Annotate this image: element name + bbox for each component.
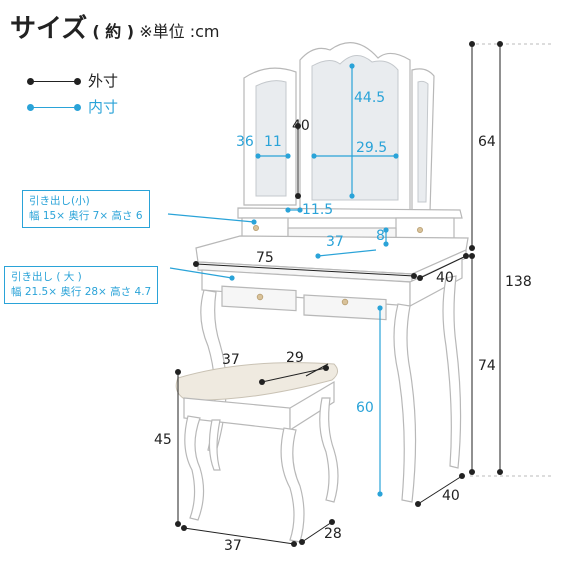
large-drawer-callout: 引き出し ( 大 ) 幅 21.5× 奥行 28× 高さ 4.7 — [4, 266, 159, 304]
inner-dimension-lines — [167, 63, 399, 497]
large-drawer-callout-title: 引き出し ( 大 ) — [11, 271, 82, 283]
dim-knee-height-60: 60 — [356, 400, 374, 416]
dim-side-mirror-width-36: 36 — [236, 134, 254, 150]
dim-stool-height-45: 45 — [154, 432, 172, 448]
stool — [175, 362, 339, 543]
dim-table-depth-40: 40 — [436, 270, 454, 286]
dim-center-mirror-width-29-5: 29.5 — [356, 140, 388, 156]
large-drawer-knob-left — [256, 293, 264, 301]
dim-table-width-75: 75 — [256, 250, 274, 266]
small-drawer-callout: 引き出し(小) 幅 15× 奥行 7× 高さ 6 — [22, 190, 150, 228]
small-drawer-knob-left — [252, 224, 259, 231]
title-unit-note: ※単位 :cm — [139, 22, 220, 41]
dim-stool-width-bottom-37: 37 — [224, 538, 242, 554]
small-drawer-callout-dims: 幅 15× 奥行 7× 高さ 6 — [29, 210, 143, 222]
dim-stool-depth-bottom-28: 28 — [324, 526, 342, 542]
dim-stool-width-top-37: 37 — [222, 352, 240, 368]
title-main: サイズ — [10, 14, 88, 44]
small-drawer-knob-right — [416, 226, 423, 233]
dim-total-height-138: 138 — [505, 274, 532, 290]
dim-table-height-74: 74 — [478, 358, 496, 374]
dim-shelf-height-8: 8 — [376, 228, 385, 244]
outer-dimension-lines — [175, 41, 554, 547]
page-title: サイズ ( 約 ) ※単位 :cm — [10, 8, 219, 45]
legend-inner: 内寸 — [27, 96, 119, 117]
dim-side-mirror-inner-11: 11 — [264, 134, 282, 150]
dim-center-mirror-inner-44-5: 44.5 — [354, 90, 386, 106]
large-drawer-knob-right — [341, 298, 349, 306]
top-shelf-unit — [237, 207, 463, 241]
dim-mirror-height-64: 64 — [478, 134, 496, 150]
title-approx: ( 約 ) — [92, 22, 135, 41]
large-drawer-callout-dims: 幅 21.5× 奥行 28× 高さ 4.7 — [11, 286, 152, 298]
small-drawer-callout-title: 引き出し(小) — [29, 195, 90, 207]
dim-stool-depth-top-29: 29 — [286, 350, 304, 366]
dim-shelf-gap-11-5: 11.5 — [302, 202, 334, 218]
dim-mirror-height-40: 40 — [292, 118, 310, 134]
legend-inner-label: 内寸 — [88, 98, 119, 116]
dim-shelf-width-37: 37 — [326, 234, 344, 250]
legend-outer: 外寸 — [27, 70, 119, 91]
dressing-table — [195, 235, 469, 503]
dim-leg-depth-40: 40 — [442, 488, 460, 504]
legend-outer-label: 外寸 — [88, 72, 119, 90]
legend-inner-line — [27, 104, 81, 111]
legend-outer-line — [27, 78, 81, 85]
mirror-frame — [243, 42, 435, 216]
